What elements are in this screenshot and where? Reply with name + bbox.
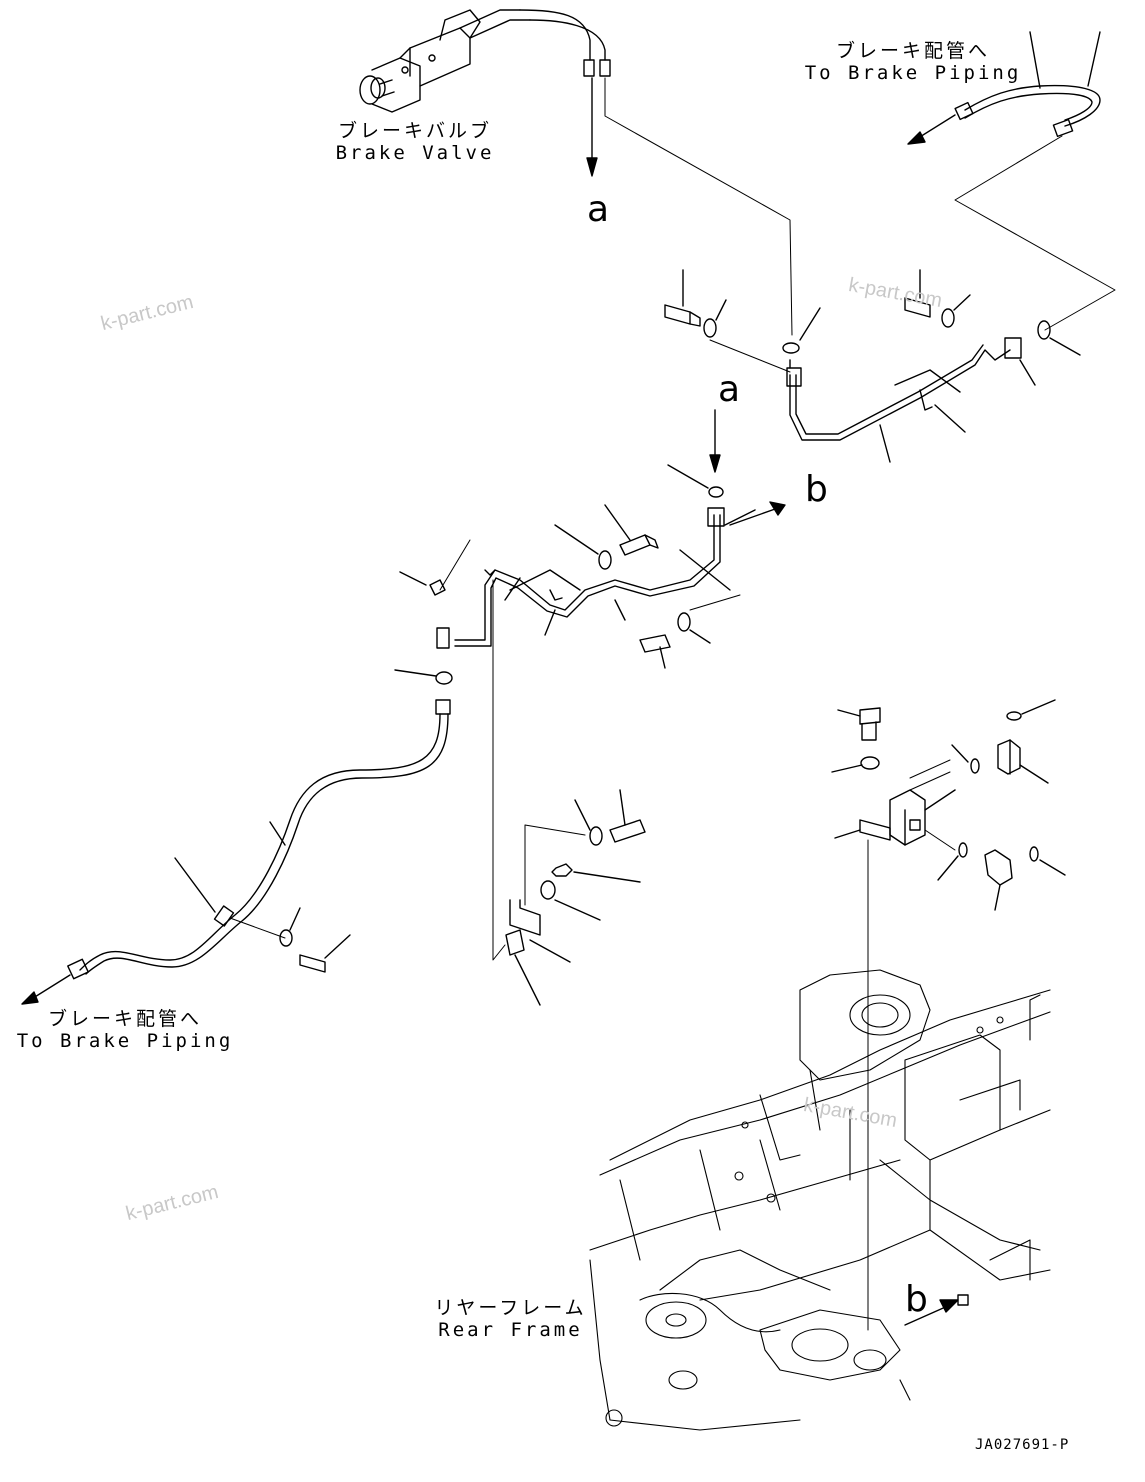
o-ring-left: [435, 671, 453, 685]
mid-clip-left: [399, 571, 446, 596]
to-brake-piping-top-label: ブレーキ配管へ To Brake Piping: [798, 40, 1028, 84]
rear-frame-label-en: Rear Frame: [438, 1319, 583, 1341]
arrow-a-top: [586, 77, 598, 177]
brake-valve-label-en: Brake Valve: [335, 142, 495, 164]
upper-tube-b: [786, 337, 1022, 441]
upper-bolt-left: [664, 269, 701, 327]
ref-b-middle: b: [805, 469, 828, 510]
clamp-bracket: [509, 899, 571, 963]
ref-b-frame: b: [905, 1279, 928, 1320]
mid-bolt-lower: [639, 634, 671, 669]
clamp: [505, 929, 541, 1006]
straight-fitting: [997, 739, 1049, 784]
valve-hoses: [519, 9, 611, 77]
brake-valve: [359, 9, 531, 113]
rear-frame-label-jp: リヤーフレーム: [434, 1297, 587, 1319]
block-washer: [831, 756, 880, 773]
brake-valve-label-jp: ブレーキバルブ: [337, 120, 492, 142]
mid-bolt-upper: [604, 504, 659, 556]
upper-washer-right: [941, 294, 971, 328]
upper-washer-left: [703, 299, 727, 338]
to-brake-piping-left-jp: ブレーキ配管へ: [47, 1008, 202, 1030]
block-bolt: [837, 707, 881, 741]
middle-tube: [436, 501, 786, 649]
lower-bolt-mid: [609, 789, 646, 843]
top-right-hose: [907, 31, 1101, 145]
upper-bolt-right: [904, 269, 931, 318]
lower-washer-mid: [574, 799, 603, 846]
left-washer: [279, 907, 301, 947]
rear-frame-label: リヤーフレーム Rear Frame: [433, 1297, 588, 1341]
to-brake-piping-top-jp: ブレーキ配管へ: [835, 40, 990, 62]
to-brake-piping-left-label: ブレーキ配管へ To Brake Piping: [10, 1008, 240, 1052]
mid-washer-lower: [677, 612, 711, 644]
o-ring-block-d: [1029, 846, 1039, 862]
rear-frame: [589, 969, 1051, 1431]
o-ring-mid: [708, 486, 724, 498]
o-ring-block-a: [1006, 711, 1022, 721]
arrow-a-middle: [709, 409, 721, 473]
brake-valve-label: ブレーキバルブ Brake Valve: [330, 120, 500, 164]
to-brake-piping-top-en: To Brake Piping: [804, 62, 1022, 84]
long-hose: [21, 699, 451, 1005]
to-brake-piping-left-en: To Brake Piping: [16, 1030, 234, 1052]
o-ring-block-b: [970, 758, 980, 774]
ref-a-middle: a: [718, 369, 741, 410]
drawing-code: JA027691-P: [975, 1437, 1070, 1453]
elbow-fitting: [984, 849, 1013, 911]
o-ring-upper-a: [782, 342, 800, 354]
left-bolt: [299, 934, 351, 973]
valve-block: [834, 789, 956, 846]
lower-washer-2: [540, 880, 601, 921]
lower-nut: [551, 863, 641, 883]
o-ring-upper-b: [1037, 320, 1051, 340]
o-ring-block-c: [958, 842, 968, 858]
arrow-b-frame: [904, 1294, 969, 1326]
mid-washer-upper: [554, 524, 612, 570]
ref-a-top: a: [587, 189, 610, 230]
